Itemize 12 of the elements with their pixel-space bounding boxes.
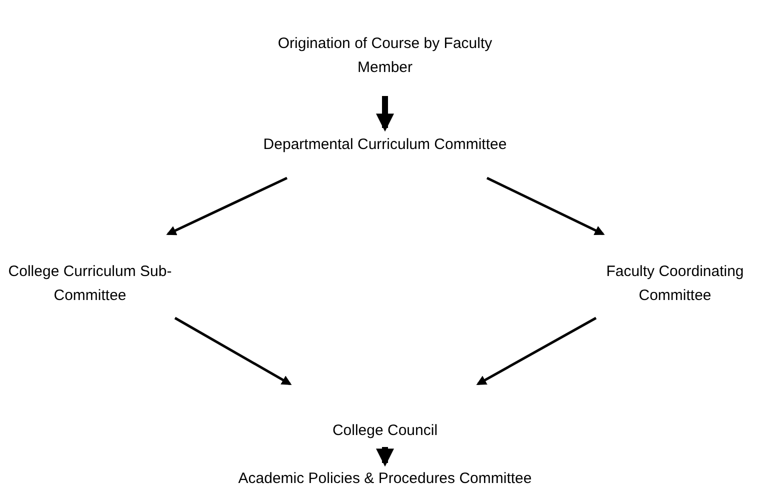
arrow	[166, 176, 288, 236]
node-label: Departmental Curriculum Committee	[240, 132, 530, 158]
arrow	[376, 96, 394, 132]
node-label: Academic Policies & Procedures Committee	[195, 466, 575, 492]
arrow	[486, 176, 605, 236]
node-label: Origination of Course by Faculty Member	[275, 30, 495, 82]
arrow	[174, 316, 292, 386]
arrow	[476, 316, 597, 386]
node-label: Faculty Coordinating Committee	[585, 258, 765, 310]
node-label: College Curriculum Sub-Committee	[5, 258, 175, 310]
node-label: College Council	[300, 418, 470, 444]
arrow	[376, 447, 394, 467]
